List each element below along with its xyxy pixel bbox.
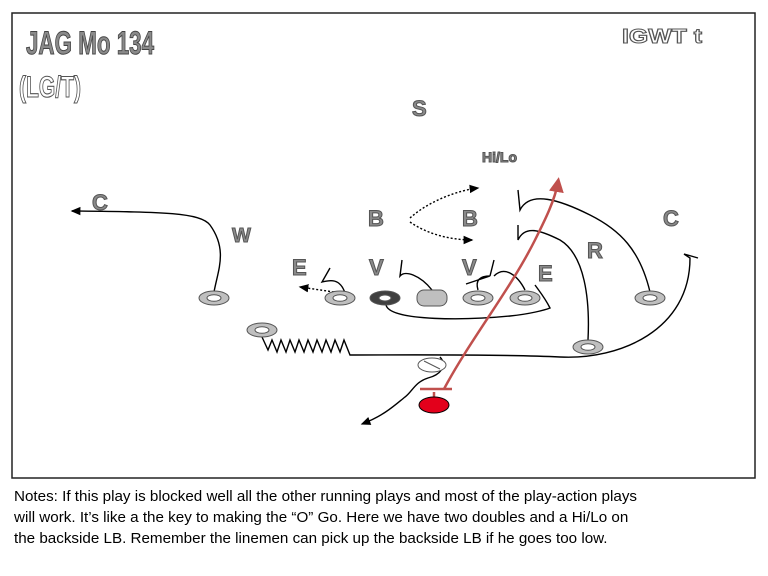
motion-route: [261, 253, 699, 358]
defender-corner-right: C: [663, 206, 679, 231]
defender-safety: S: [412, 96, 427, 121]
play-title: JAG Mo 134: [26, 25, 154, 61]
notes-line: the backside LB. Remember the linemen ca…: [14, 530, 608, 547]
center: [416, 289, 448, 307]
play-tag: IGWT t: [622, 26, 702, 48]
defender-end-left: E: [292, 255, 307, 280]
hilo-label: Hi/Lo: [482, 149, 517, 165]
defender-backer-left: B: [368, 206, 384, 231]
block-routes: [70, 184, 699, 425]
ball-carrier: [418, 396, 450, 414]
offense: [198, 289, 666, 414]
play-subtitle: (LG/T): [19, 71, 81, 104]
block-end-left: [320, 267, 346, 294]
defender-will: W: [232, 225, 251, 247]
diagram-frame: [11, 12, 756, 479]
block-tackle-left: [399, 259, 433, 291]
block-tackle-right-a: [465, 259, 495, 291]
notes-line: will work. It’s like a the key to making…: [14, 509, 629, 526]
play-notes: Notes: If this play is blocked well all …: [14, 486, 764, 549]
defender-rover: R: [587, 238, 603, 263]
defender-corner-left: C: [92, 190, 108, 215]
combo-path-lower: [409, 221, 474, 245]
route-receiver-right: [517, 189, 651, 293]
notes-line: Notes: If this play is blocked well all …: [14, 488, 638, 505]
block-tackle-right-b: [493, 270, 526, 291]
route-left-receiver: [70, 206, 222, 293]
combo-path-upper: [409, 184, 480, 219]
defender-end-right: E: [538, 261, 553, 286]
defender-tackle-left: V: [369, 255, 384, 280]
route-back-right: [517, 225, 590, 341]
pull-guard-route: [385, 284, 551, 320]
pull-arrow: [298, 284, 335, 293]
defender-tackle-right: V: [462, 255, 477, 280]
defender-backer-right: B: [462, 206, 478, 231]
